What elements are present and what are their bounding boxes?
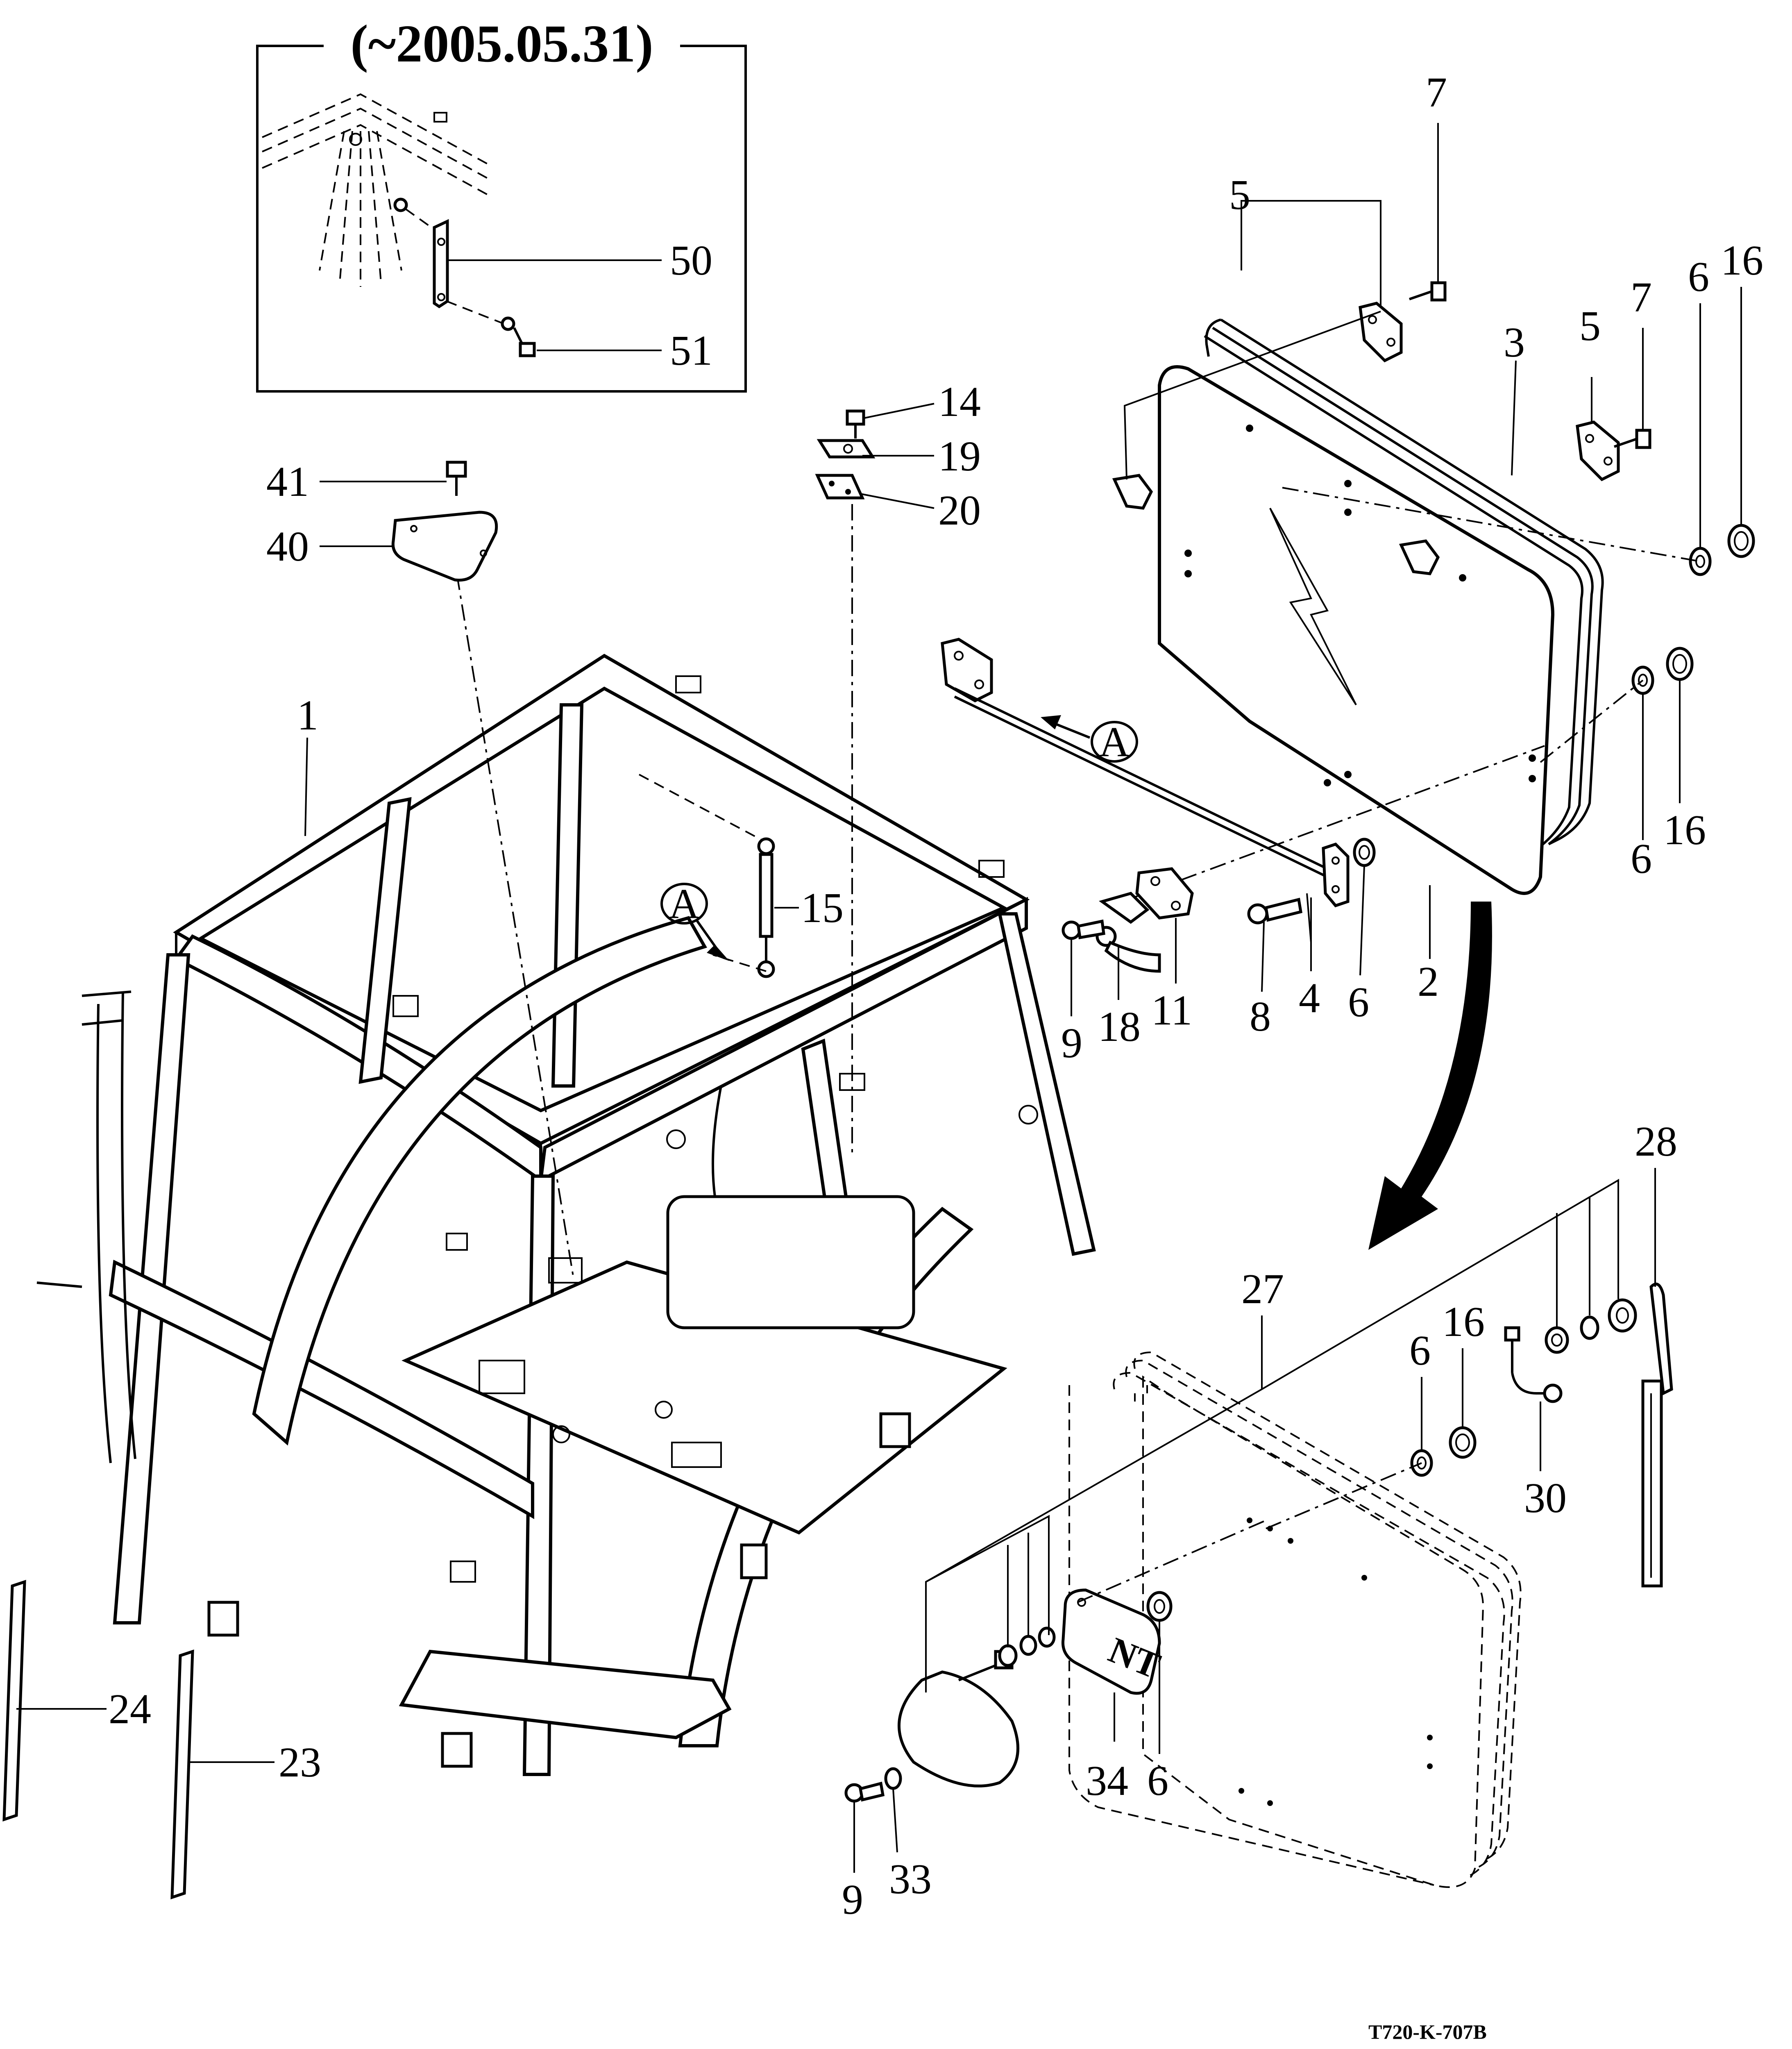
axis-upper-hinge xyxy=(1282,487,1701,562)
callout-5-a: 5 xyxy=(1229,171,1250,218)
cap-16-upper xyxy=(1727,524,1755,558)
rod-4 xyxy=(941,638,1350,908)
callout-3: 3 xyxy=(1504,319,1525,366)
callout-16-b: 16 xyxy=(1663,806,1706,854)
hinge-5-upper xyxy=(1359,302,1403,363)
callout-9-b: 9 xyxy=(842,1876,863,1923)
callout-16-a: 16 xyxy=(1721,237,1763,284)
callout-6-e: 6 xyxy=(1147,1757,1168,1804)
gas-strut-15 xyxy=(639,774,775,978)
screw-7-right xyxy=(1614,429,1651,449)
inset-detail: (~2005.05.31) xyxy=(256,14,747,393)
axis-emblem xyxy=(1077,1520,1266,1603)
callout-16-c: 16 xyxy=(1442,1298,1485,1345)
latch-18 xyxy=(1096,892,1161,973)
cap-16-mid xyxy=(1449,1426,1477,1459)
callout-7-b: 7 xyxy=(1631,274,1652,321)
callout-6-d: 6 xyxy=(1409,1327,1431,1374)
callout-5-b: 5 xyxy=(1579,302,1601,350)
leader-27-right xyxy=(1261,1179,1619,1390)
cab-frame xyxy=(36,654,1096,1776)
callout-18: 18 xyxy=(1098,1003,1141,1050)
view-marker-a-rod: A xyxy=(1041,715,1138,766)
callout-6-b: 6 xyxy=(1631,835,1652,882)
inset-title: (~2005.05.31) xyxy=(350,14,653,73)
washer-33 xyxy=(884,1767,902,1790)
cover-40 xyxy=(391,511,498,582)
callout-27: 27 xyxy=(1241,1265,1284,1313)
bracket-50 xyxy=(393,198,504,325)
wiper-nut xyxy=(1608,1298,1637,1333)
bolt-41 xyxy=(446,461,467,496)
hinge-5-glass xyxy=(1399,539,1440,575)
plate-11 xyxy=(1135,867,1194,920)
washer-6-emblem xyxy=(1146,1591,1173,1622)
hinge-5-right xyxy=(1576,420,1620,482)
screw-7-upper xyxy=(1409,281,1447,302)
view-marker-a-cab: A xyxy=(660,880,729,961)
trim-strip-24 xyxy=(2,1580,26,1822)
drawing-code: T720-K-707B xyxy=(1368,2020,1487,2043)
callout-9-a: 9 xyxy=(1061,1020,1082,1067)
lamp-assembly xyxy=(897,1626,1056,1788)
callout-15: 15 xyxy=(801,884,844,931)
callout-34: 34 xyxy=(1086,1757,1128,1804)
axis-latch xyxy=(1122,745,1545,902)
leader-5-top xyxy=(1241,200,1381,307)
callout-28: 28 xyxy=(1635,1118,1677,1165)
axis-lower xyxy=(1540,679,1644,763)
rear-window-dashed xyxy=(1068,1351,1522,1888)
hinge-5-left xyxy=(1112,474,1153,510)
leader-1 xyxy=(304,737,308,836)
callout-6-a: 6 xyxy=(1688,253,1709,300)
direction-arrow xyxy=(1368,902,1492,1250)
leader-5-left xyxy=(1123,311,1381,480)
clamp-19 xyxy=(817,439,876,459)
callout-19: 19 xyxy=(938,433,981,480)
axis-wiper xyxy=(1266,1462,1422,1529)
callout-2: 2 xyxy=(1418,958,1439,1005)
callout-30: 30 xyxy=(1524,1474,1567,1522)
callout-8: 8 xyxy=(1250,993,1271,1040)
view-marker-a-rod-label: A xyxy=(1099,718,1130,766)
callout-4: 4 xyxy=(1299,975,1320,1022)
cap-16-lower xyxy=(1666,647,1694,681)
callout-24: 24 xyxy=(109,1686,151,1733)
callout-33: 33 xyxy=(889,1856,932,1903)
callout-23: 23 xyxy=(279,1739,321,1786)
callout-50: 50 xyxy=(670,237,712,284)
bolt-8 xyxy=(1247,897,1302,925)
callout-11: 11 xyxy=(1151,987,1192,1034)
bolt-9-lamp xyxy=(844,1781,885,1803)
leader-lamp xyxy=(925,1515,1050,1692)
bolt-51 xyxy=(501,316,536,357)
washer-6-rod xyxy=(1353,838,1376,867)
plate-20 xyxy=(815,474,865,500)
callout-14: 14 xyxy=(938,378,981,425)
washer-nozzle-30 xyxy=(1504,1326,1563,1403)
callout-51: 51 xyxy=(670,327,712,374)
callout-40: 40 xyxy=(266,523,309,570)
inset-roof-dashed xyxy=(262,93,488,287)
wiper-grommet xyxy=(1545,1326,1569,1354)
wiper-arm-28 xyxy=(1641,1282,1673,1588)
callout-41: 41 xyxy=(266,458,309,505)
bolt-14 xyxy=(846,409,865,438)
callout-7-a: 7 xyxy=(1426,69,1447,116)
rear-glass-2 xyxy=(1158,318,1604,895)
view-marker-a-cab-label: A xyxy=(669,880,699,927)
callout-6-c: 6 xyxy=(1348,979,1369,1026)
bolt-9-latch xyxy=(1062,919,1105,940)
callout-20: 20 xyxy=(938,487,981,534)
grommet-6-upper xyxy=(1689,547,1712,576)
wiper-washer xyxy=(1580,1315,1599,1340)
leader-40-to-cab xyxy=(456,573,574,1279)
trim-strip-23 xyxy=(170,1649,194,1899)
callout-1: 1 xyxy=(297,692,318,739)
